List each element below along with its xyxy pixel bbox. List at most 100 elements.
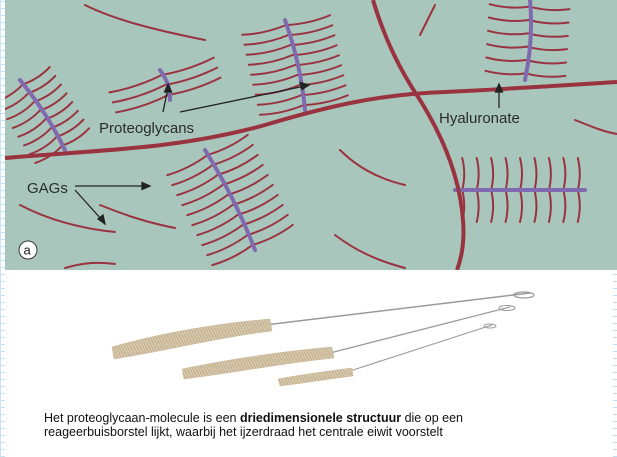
proteoglycan-left-gag [11, 109, 41, 129]
label-proteoglycans: Proteoglycans [99, 120, 194, 137]
grid-margin-left [0, 0, 5, 457]
proteoglycan-upper-mid-gag [245, 44, 292, 56]
proteoglycan-center-gag [171, 164, 214, 187]
caption-line-2: reageerbuisborstel lijkt, waarbij het ij… [44, 425, 443, 439]
proteoglycan-left-core [18, 78, 67, 152]
proteoglycan-right-gag [576, 157, 581, 191]
proteoglycan-right-gag [475, 189, 480, 223]
label-gags: GAGs [27, 180, 68, 197]
gag-chain-7 [64, 261, 116, 269]
proteoglycan-left-gag [6, 100, 36, 121]
proteoglycan-small-gag [111, 84, 166, 104]
proteoglycan-upper-mid-gag [250, 64, 296, 76]
proteoglycan-top-right-gag [524, 72, 567, 78]
gag-chain-1 [99, 204, 176, 229]
hyaluronate-strand-vertical [371, 0, 466, 270]
proteoglycan-right-gag [490, 189, 495, 223]
proteoglycan-left-gag [23, 127, 52, 147]
proteoglycan-top-right-gag [486, 43, 529, 49]
diagram-background [5, 0, 617, 270]
proteoglycan-right-gag [490, 157, 495, 191]
brush-large-bristles [111, 318, 273, 360]
proteoglycan-upper-mid-gag [252, 74, 299, 86]
proteoglycan-top-right-gag [488, 3, 531, 9]
proteoglycan-center-gag [181, 184, 224, 207]
proteoglycan-right-gag [519, 189, 523, 223]
proteoglycan-center-gag [201, 224, 244, 247]
proteoglycan-top-right-gag [487, 16, 530, 22]
proteoglycan-center-gag [246, 213, 289, 236]
proteoglycan-right-gag [461, 157, 466, 191]
proteoglycan-top-right-gag [485, 56, 528, 62]
proteoglycan-upper-mid-gag [302, 94, 349, 106]
proteoglycan-upper-mid-gag [247, 54, 294, 66]
label-hyaluronate: Hyaluronate [439, 110, 520, 127]
caption-part2: die op een [401, 411, 463, 425]
proteoglycan-right-gag [519, 157, 523, 191]
caption-line-1: Het proteoglycaan-molecule is een driedi… [44, 411, 604, 425]
gag-chain-5 [574, 119, 617, 135]
proteoglycan-right-gag [547, 189, 552, 223]
proteoglycan-center-gag [166, 154, 209, 177]
brush-small-wire [349, 324, 493, 372]
proteoglycan-upper-mid-gag [285, 14, 332, 26]
gag-chains-layer [5, 0, 617, 269]
proteoglycan-upper-mid-gag [256, 94, 303, 106]
proteoglycan-center-gag [211, 143, 254, 166]
proteoglycan-upper-mid-gag [241, 24, 288, 36]
proteoglycan-center-core [203, 148, 257, 252]
proteoglycan-right-gag [504, 157, 509, 191]
proteoglycan-right-gag [562, 189, 567, 223]
proteoglycan-center-gag [186, 194, 229, 217]
gag-chain-2 [19, 204, 116, 233]
proteoglycan-left-gag [61, 127, 91, 147]
panel-letter: a [24, 243, 32, 258]
proteoglycan-right-gag [533, 157, 538, 191]
panel-letter-circle [18, 240, 38, 260]
test-tube-brushes-photo [111, 291, 535, 387]
proteoglycan-small-gag [108, 74, 163, 94]
proteoglycan-center-gag [211, 244, 254, 267]
proteoglycan-top-right-core [523, 0, 533, 82]
proteoglycan-center-gag [206, 133, 249, 156]
proteoglycan-upper-mid-gag [258, 104, 305, 116]
arrow-gags-1 [74, 189, 103, 221]
proteoglycan-small-gag [115, 94, 170, 114]
brush-large-wire [264, 292, 531, 326]
caption: Het proteoglycaan-molecule is een driedi… [44, 411, 604, 439]
proteoglycan-diagram: Proteoglycans Hyaluronate GAGs a [5, 0, 617, 270]
proteoglycan-center-gag [191, 204, 234, 227]
gag-chain-6 [419, 4, 436, 36]
proteoglycan-upper-mid-core [283, 18, 307, 112]
brush-medium-wire [329, 306, 511, 354]
proteoglycan-center-gag [251, 223, 294, 246]
caption-part1: Het proteoglycaan-molecule is een [44, 411, 240, 425]
proteoglycan-upper-mid-gag [300, 84, 347, 96]
proteoglycan-center-gag [206, 234, 249, 257]
proteoglycan-right-gag [576, 189, 581, 223]
proteoglycan-upper-mid-gag [287, 24, 334, 36]
proteoglycan-small-gag [167, 76, 222, 96]
brush-medium-bristles [181, 346, 335, 380]
brush-small-bristles [277, 367, 354, 387]
brush-small-loop [483, 323, 497, 329]
proteoglycan-center-gag [196, 214, 239, 237]
proteoglycan-left-gag [28, 135, 58, 156]
proteoglycan-top-right-gag [484, 69, 527, 76]
proteoglycan-left-gag [5, 83, 24, 99]
gag-chain-3 [339, 149, 406, 186]
proteoglycan-left-gag [5, 92, 30, 111]
proteoglycan-left-gag [17, 118, 47, 138]
proteoglycan-top-right-gag [486, 29, 529, 36]
proteoglycan-right-gag [562, 157, 567, 191]
proteoglycan-small-gag [160, 56, 215, 76]
arrow-proteoglycans-2 [179, 85, 306, 113]
proteoglycan-right-gag [533, 189, 538, 223]
proteoglycan-center-gag [176, 174, 219, 197]
brush-medium-loop [498, 304, 516, 312]
proteoglycan-right-gag [547, 157, 552, 191]
proteoglycan-left-gag [21, 66, 51, 86]
caption-bold: driedimensionele structuur [239, 411, 402, 425]
hyaluronate-strand-main [5, 80, 617, 160]
proteoglycan-upper-mid-gag [243, 34, 290, 46]
